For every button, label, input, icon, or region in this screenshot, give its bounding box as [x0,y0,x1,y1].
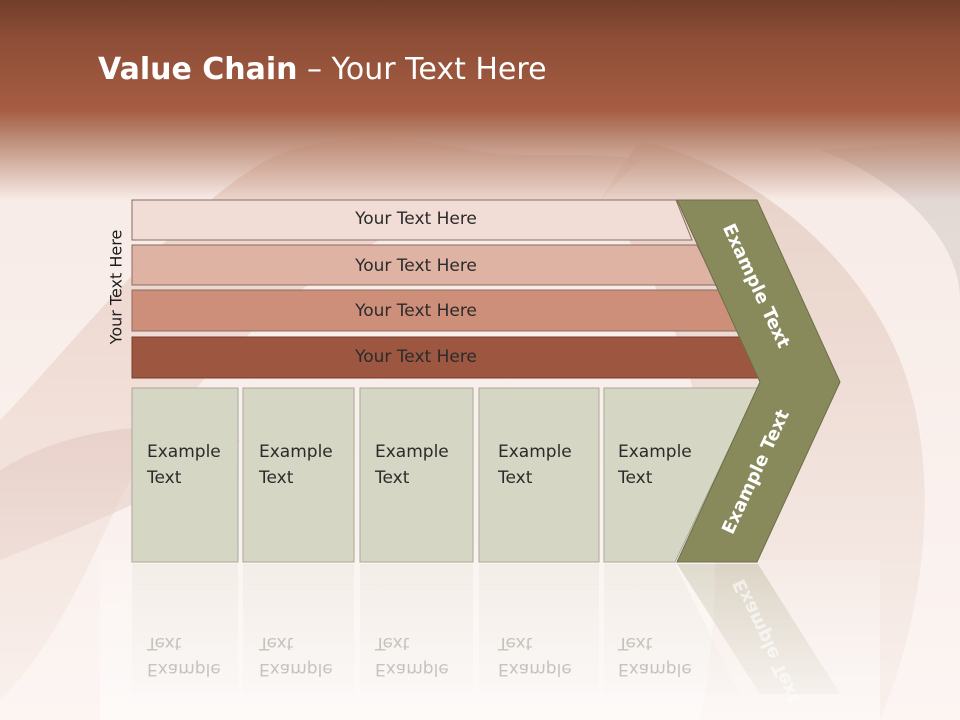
page-title: Value Chain – Your Text Here [98,52,547,87]
box-label-3-line1: Example [375,442,449,462]
band-shape-1 [131,199,693,241]
box-label-1-line1: Example [147,442,221,462]
title-bold: Value Chain [98,52,298,87]
band-label-4: Your Text Here [355,347,477,367]
box-label-4: Example Text [498,439,572,491]
box-label-3: Example Text [375,439,449,491]
box-shape-4 [478,387,600,563]
box-label-1-line2: Text [147,468,182,488]
box-shape-3 [359,387,474,563]
box-label-4-line1: Example [498,442,572,462]
box-label-2: Example Text [259,439,333,491]
box-label-5: Example Text [618,439,692,491]
box-shape-5 [603,387,759,563]
box-label-1: Example Text [147,439,221,491]
band-label-1: Your Text Here [355,209,477,229]
title-rest: – Your Text Here [297,52,547,87]
box-label-2-line2: Text [259,468,294,488]
box-shape-2 [242,387,355,563]
box-shape-1 [131,387,239,563]
reflection [100,560,880,720]
box-label-2-line1: Example [259,442,333,462]
box-label-5-line2: Text [618,468,653,488]
box-label-4-line2: Text [498,468,533,488]
box-label-5-line1: Example [618,442,692,462]
band-label-3: Your Text Here [355,301,477,321]
chevron-arrow [676,199,841,563]
box-label-3-line2: Text [375,468,410,488]
title-band [0,0,960,200]
band-label-2: Your Text Here [355,256,477,276]
